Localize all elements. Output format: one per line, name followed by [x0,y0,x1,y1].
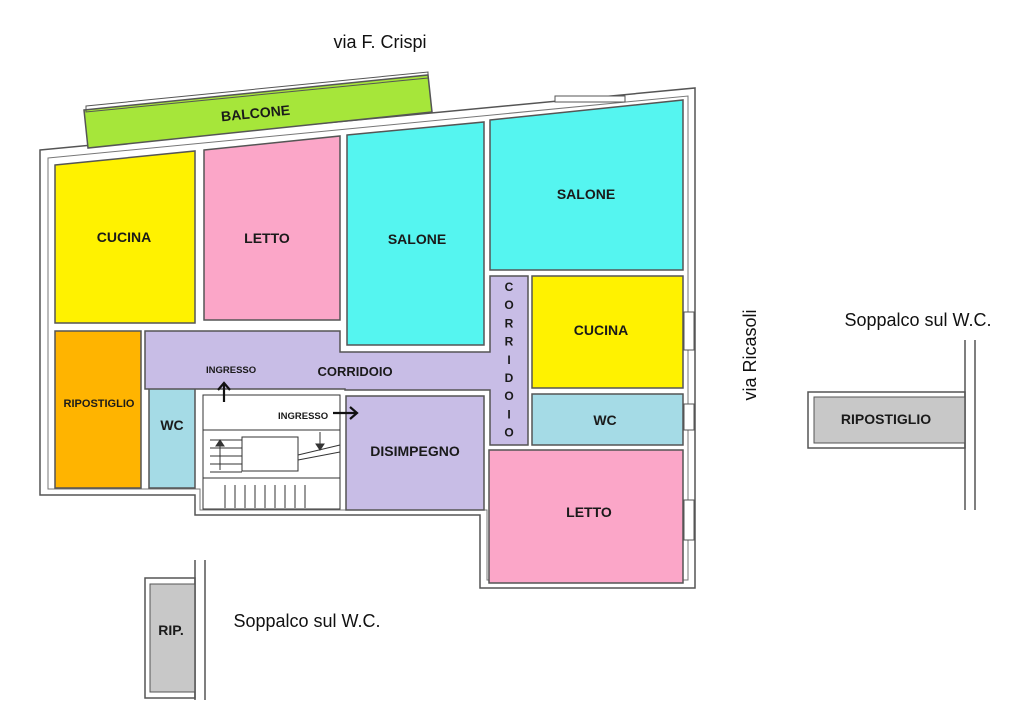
bottom-mezzanine-caption: Soppalco sul W.C. [233,611,380,631]
right-windows [683,311,695,541]
salone-right-room [489,99,684,271]
salone-mid-label: SALONE [388,231,446,247]
letto-top-label: LETTO [244,230,290,246]
entry-arrows [217,381,359,420]
cucina-right-label: CUCINA [574,322,628,338]
street-right-label: via Ricasoli [740,309,760,400]
ripostiglio-room [54,330,142,489]
cucina-left-label: CUCINA [97,229,151,245]
corridoio-vertical-letter: R [505,316,514,330]
corridoio-vertical-letter: C [505,280,514,294]
bottom-mezzanine-label: RIP. [158,622,183,638]
letto-top-room [203,135,341,321]
cucina-right-room [531,275,684,389]
balcone-room [83,74,433,149]
corridoio-vertical-letter: O [504,426,513,440]
corridoio-label: CORRIDOIO [317,364,392,379]
top-windows [554,95,626,103]
right-mezzanine-label: RIPOSTIGLIO [841,411,931,427]
letto-bottom-label: LETTO [566,504,612,520]
salone-mid-room [346,121,485,346]
disimpegno-label: DISIMPEGNO [370,443,460,459]
corridoio-vertical-label: CORRIDOIO [504,280,513,440]
salone-right-label: SALONE [557,186,615,202]
right-mezzanine-caption: Soppalco sul W.C. [844,310,991,330]
corridoio-room [144,275,529,446]
ripostiglio-label: RIPOSTIGLIO [64,398,135,410]
corridoio-vertical-letter: O [504,389,513,403]
wc-left-label: WC [160,417,183,433]
disimpegno-room [345,395,485,511]
ingresso-label-2: INGRESSO [278,411,328,422]
corridoio-vertical-letter: I [507,353,510,367]
wc-right-label: WC [593,412,616,428]
wc-right-room [531,393,684,446]
cucina-left-room [54,150,196,324]
street-top-label: via F. Crispi [333,32,426,52]
letto-bottom-room [488,449,684,584]
bottom-mezzanine [144,560,206,700]
balcone-label: BALCONE [220,102,290,125]
balcone-edge [85,71,429,113]
ingresso-label-1: INGRESSO [206,365,256,376]
corridoio-vertical-letter: D [505,371,514,385]
corridoio-vertical-letter: R [505,335,514,349]
corridoio-vertical-letter: O [504,298,513,312]
corridoio-vertical-letter: I [507,407,510,421]
wc-left-room [148,379,196,489]
right-mezzanine [807,340,976,510]
staircase [202,394,341,510]
